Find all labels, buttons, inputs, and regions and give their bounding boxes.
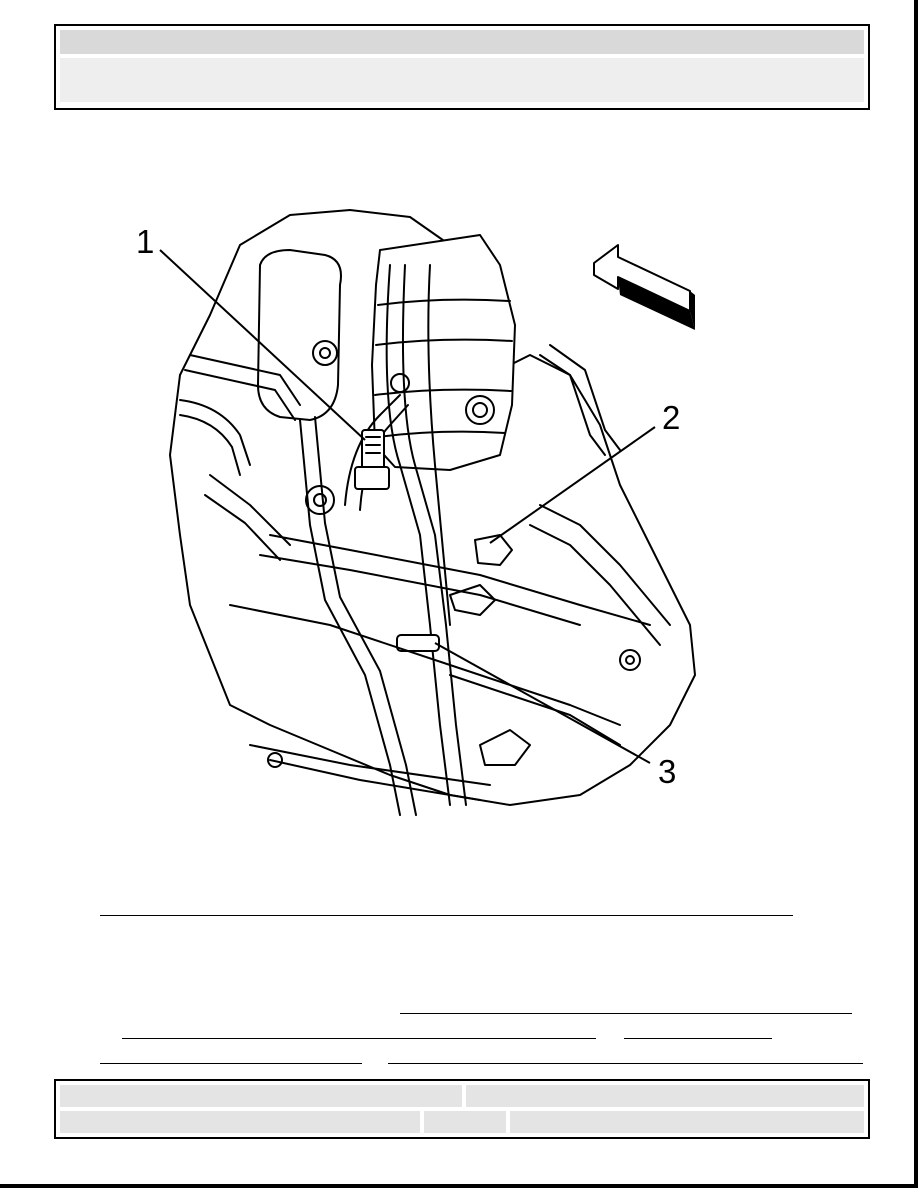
footer-right-bottom	[510, 1111, 864, 1133]
footer-middle-bottom	[424, 1111, 506, 1133]
callout-1: 1	[136, 223, 155, 260]
footer-left-top	[60, 1085, 462, 1107]
leader-line-2	[489, 426, 656, 544]
link-rule-3[interactable]	[624, 1038, 772, 1039]
engine-drawing	[159, 209, 696, 816]
link-rule-2[interactable]	[122, 1038, 596, 1039]
link-rule-1[interactable]	[400, 1013, 852, 1014]
leader-line-1	[159, 249, 366, 441]
footer-right-top	[466, 1085, 864, 1107]
link-rule-5[interactable]	[388, 1063, 863, 1064]
callout-3: 3	[658, 753, 677, 790]
caption-rule	[100, 915, 793, 916]
arrow-icon	[593, 244, 695, 330]
callout-2: 2	[662, 399, 681, 436]
link-rule-4[interactable]	[100, 1063, 362, 1064]
header-title	[60, 30, 864, 54]
leader-line-3	[434, 642, 651, 764]
document-header	[54, 24, 870, 110]
engine-illustration: 1 2 3	[136, 205, 710, 820]
header-subtitle	[60, 58, 864, 102]
footer-left-bottom	[60, 1111, 420, 1133]
document-footer	[54, 1079, 870, 1139]
